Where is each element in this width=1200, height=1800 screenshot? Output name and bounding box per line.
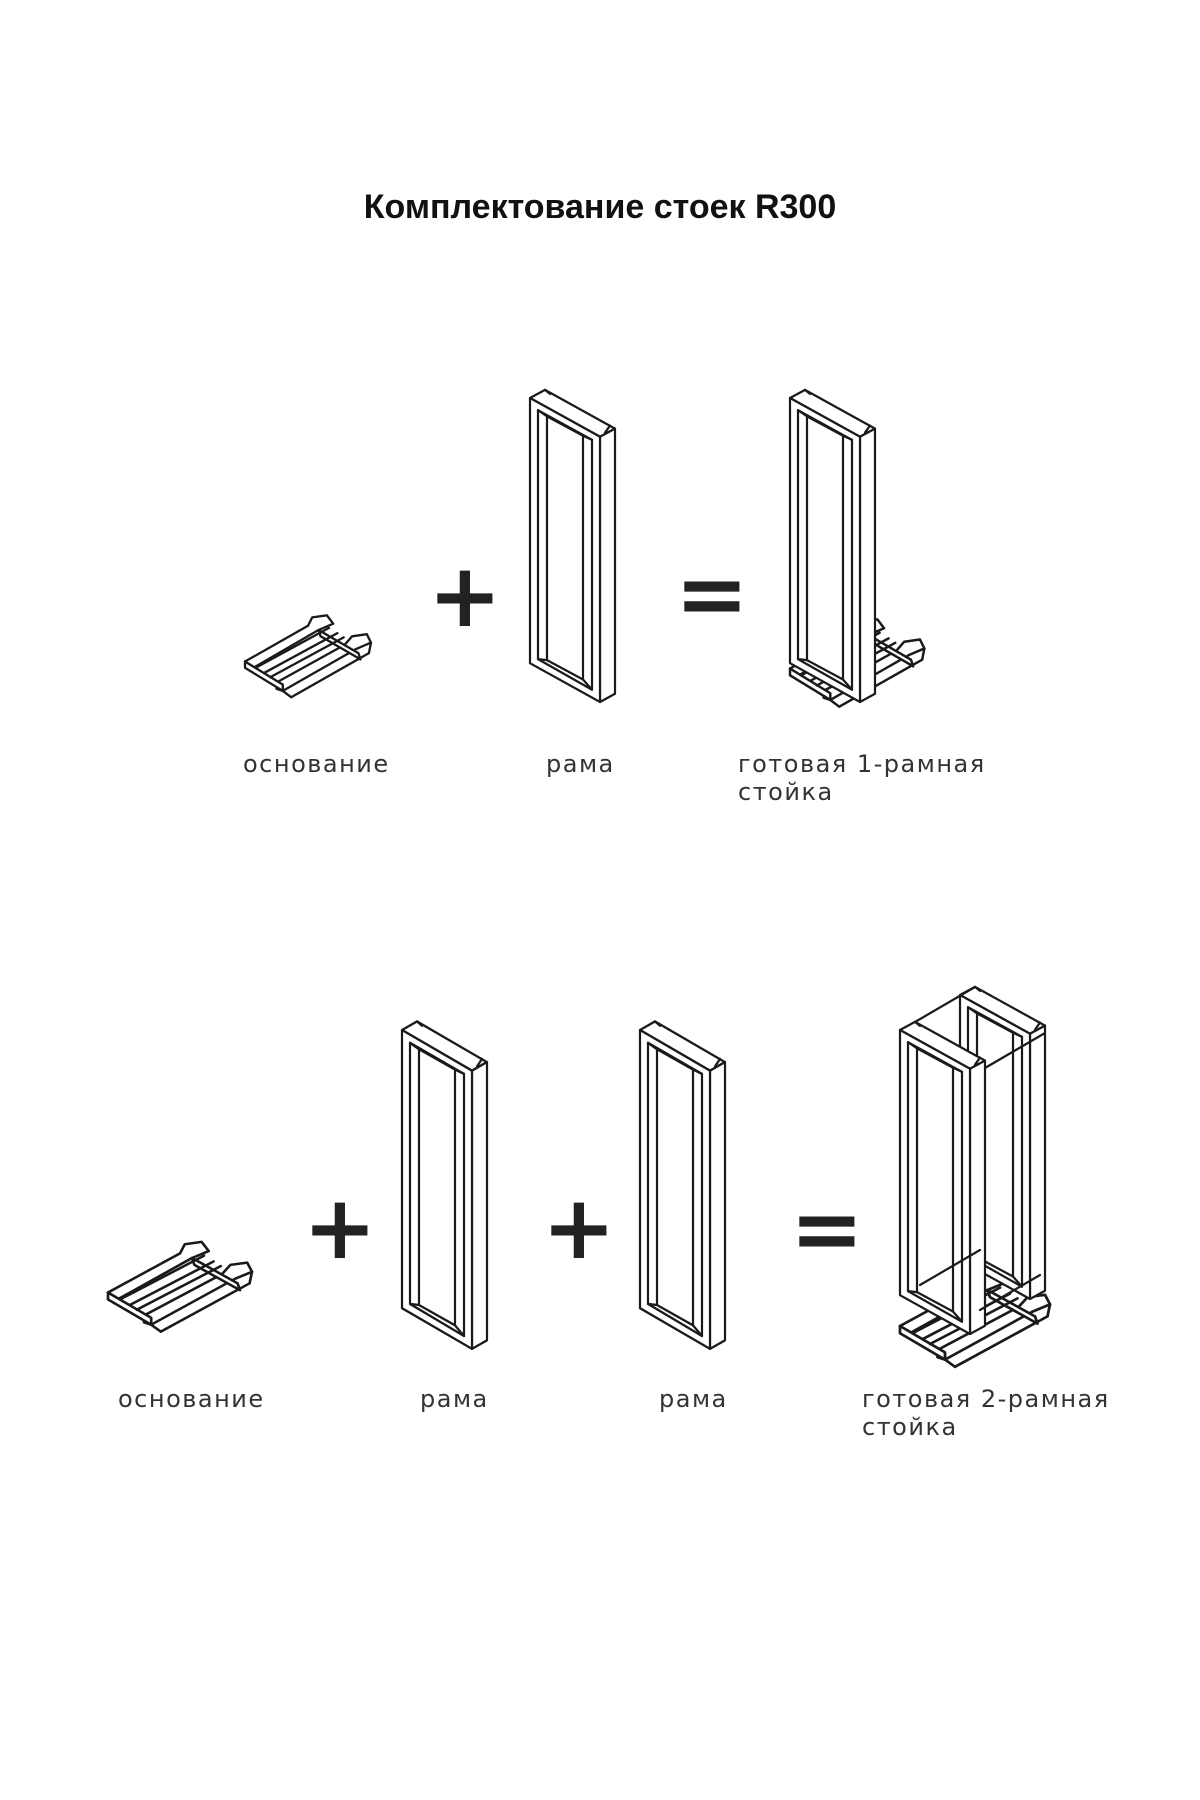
- row2-assembled-rack-drawing: [898, 985, 1052, 1369]
- row2-frame-1-drawing: [400, 1020, 489, 1351]
- row2-caption-base: основание: [118, 1385, 265, 1413]
- row1-caption-base: основание: [243, 750, 390, 778]
- row1-caption-result: готовая 1-рамная стойка: [738, 750, 986, 806]
- row2-plus-sign-2: +: [542, 1176, 616, 1279]
- row2-equals-sign: =: [790, 1177, 864, 1280]
- row2-base-drawing: [106, 1240, 254, 1333]
- row2-caption-frame-2: рама: [659, 1385, 728, 1413]
- row1-caption-frame: рама: [546, 750, 615, 778]
- page-title: Комплектование стоек R300: [363, 188, 837, 226]
- row2-caption-frame-1: рама: [420, 1385, 489, 1413]
- row2-plus-sign-1: +: [303, 1176, 377, 1279]
- row1-base-drawing: [243, 614, 373, 699]
- row2-caption-result: готовая 2-рамная стойка: [862, 1385, 1110, 1441]
- row1-equals-sign: =: [675, 542, 749, 645]
- row2-frame-2-drawing: [638, 1020, 727, 1351]
- row1-plus-sign: +: [428, 544, 502, 647]
- row1-assembled-rack-drawing: [788, 388, 926, 708]
- row1-frame-drawing: [528, 388, 617, 704]
